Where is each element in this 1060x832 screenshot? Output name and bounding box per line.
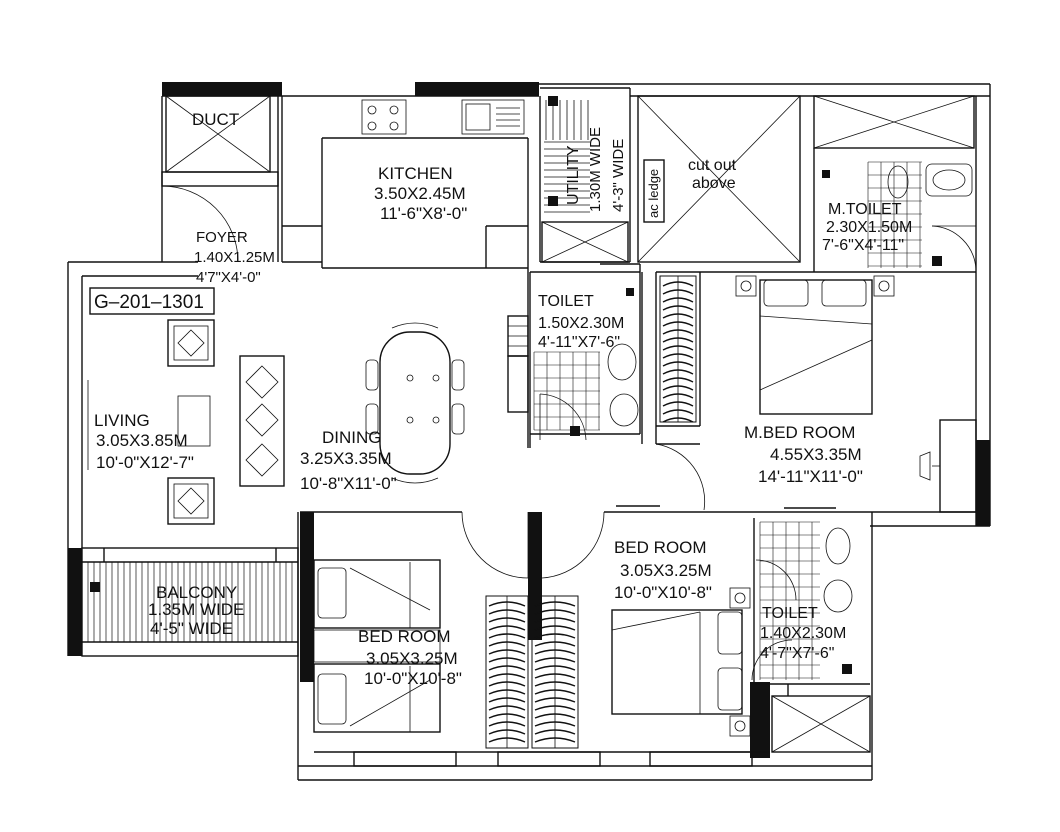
m-toilet-label: M.TOILET	[828, 201, 902, 218]
basin-icon	[925, 163, 973, 197]
bedroom-bed-icon	[313, 559, 441, 733]
toilet-fixtures	[90, 96, 973, 674]
cutout-label-2: above	[692, 175, 736, 192]
foyer-dims: 1.40X1.25M	[194, 249, 275, 266]
duct-label: DUCT	[192, 110, 239, 129]
living-dims: 3.05X3.85M	[96, 431, 188, 450]
dining-table-icon	[365, 322, 465, 484]
living-label: LIVING	[94, 411, 150, 430]
bedroom-imperial: 10'-0"X10'-8"	[614, 583, 712, 602]
basin-icon	[609, 393, 639, 427]
living-imperial: 10'-0"X12'-7"	[96, 453, 194, 472]
balcony-dims: 1.35M WIDE	[148, 600, 244, 619]
master-bed-icon	[735, 275, 940, 481]
m-bed-label: M.BED ROOM	[744, 423, 855, 442]
dining-imperial: 10'-8"X11'-0"	[300, 474, 397, 493]
plan-code: G–201–1301	[94, 292, 204, 313]
stove-icon	[361, 99, 407, 135]
utility-dims: 1.30M WIDE	[587, 127, 604, 212]
foyer-label: FOYER	[196, 229, 248, 246]
living-furniture	[167, 319, 285, 525]
wall-lines	[67, 83, 991, 781]
bedroom-bed-icon	[611, 587, 751, 737]
bedroom-2-dims: 3.05X3.25M	[366, 649, 458, 668]
balcony-label: BALCONY	[156, 583, 237, 602]
m-bed-imperial: 14'-11"X11'-0"	[758, 467, 863, 486]
bedroom-dims: 3.05X3.25M	[620, 561, 712, 580]
utility-imperial: 4'-3" WIDE	[610, 139, 627, 212]
toilet-label: TOILET	[538, 293, 594, 310]
toilet-2-imperial: 4'-7"X7'-6"	[760, 645, 834, 662]
toilet-2-dims: 1.40X2.30M	[760, 625, 846, 642]
balcony-imperial: 4'-5" WIDE	[150, 619, 233, 638]
sink-icon	[461, 99, 525, 135]
cutout-label-1: cut out	[688, 157, 737, 174]
toilet-imperial: 4'-11"X7'-6"	[538, 334, 620, 351]
door-swings	[87, 185, 977, 681]
m-toilet-imperial: 7'-6"X4'-11"	[822, 237, 904, 254]
kitchen-dims: 3.50X2.45M	[374, 184, 466, 203]
foyer-imperial: 4'7"X4'-0"	[196, 269, 261, 286]
kitchen-label: KITCHEN	[378, 164, 453, 183]
toilet-dims: 1.50X2.30M	[538, 315, 624, 332]
bedroom-2-imperial: 10'-0"X10'-8"	[364, 669, 462, 688]
m-bed-dims: 4.55X3.35M	[770, 445, 862, 464]
solid-walls	[68, 82, 990, 758]
floor-tiles	[533, 161, 922, 680]
armchair-icon	[167, 477, 215, 525]
kitchen-imperial: 11'-6"X8'-0"	[380, 204, 467, 223]
utility-stairs	[544, 100, 590, 213]
bedroom-label: BED ROOM	[614, 538, 707, 557]
room-labels: DUCT KITCHEN 3.50X2.45M 11'-6"X8'-0" UTI…	[94, 110, 912, 688]
plan-code-box	[89, 287, 215, 315]
toilet-2-label: TOILET	[762, 605, 818, 622]
wc-icon	[887, 165, 909, 199]
armchair-icon	[167, 319, 215, 367]
balcony-hatch	[87, 562, 293, 642]
dining-label: DINING	[322, 428, 382, 447]
wc-icon	[825, 527, 851, 565]
coffee-table	[177, 395, 211, 447]
utility-label: UTILITY	[565, 145, 582, 205]
sofa-icon	[239, 355, 285, 487]
wardrobes	[485, 275, 697, 749]
basin-icon	[823, 579, 853, 613]
bedroom-2-label: BED ROOM	[358, 627, 451, 646]
dining-dims: 3.25X3.35M	[300, 449, 392, 468]
m-toilet-dims: 2.30X1.50M	[826, 219, 912, 236]
wc-icon	[607, 343, 637, 381]
kitchen-fixtures	[361, 99, 525, 135]
ac-ledge-label: ac ledge	[646, 169, 661, 218]
